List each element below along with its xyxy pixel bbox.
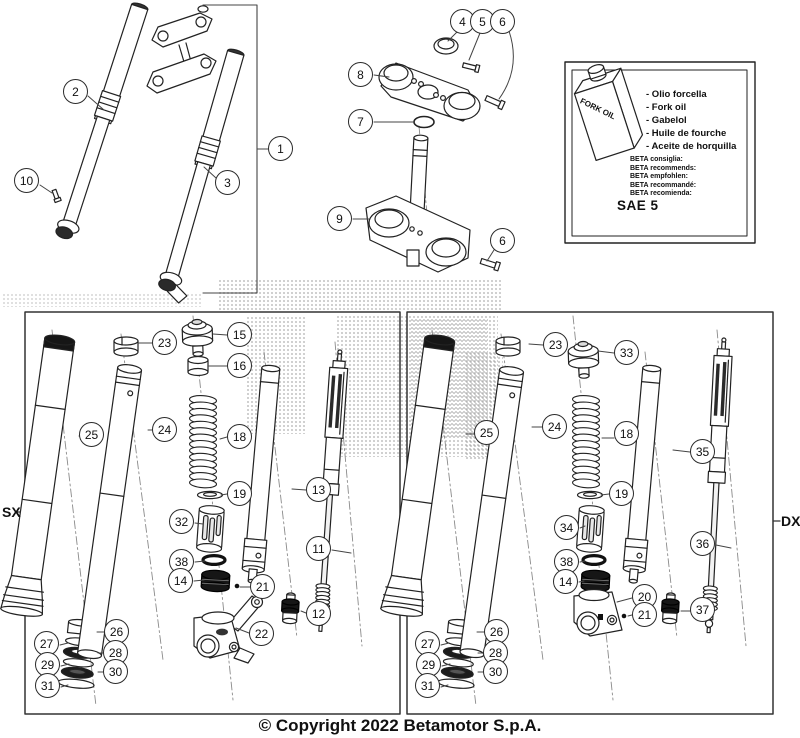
rebound-piston-left-drawing <box>281 592 300 625</box>
copyright-text: © Copyright 2022 Betamotor S.p.A. <box>258 716 542 735</box>
clamp-bolt-lower-drawing <box>479 257 501 272</box>
pin-left-drawing <box>234 583 240 589</box>
oil-spec-box <box>564 61 756 244</box>
oil-name-line: - Huile de fourche <box>646 128 727 139</box>
axle-bracket-right-drawing <box>573 588 623 637</box>
oil-recommendation-line: BETA consiglia: <box>630 156 683 163</box>
spring-right-drawing <box>571 395 601 489</box>
bushing-left-drawing <box>113 336 139 357</box>
callout-36: 36 <box>690 531 715 556</box>
fork-leg-left-drawing <box>55 2 149 240</box>
callout-26: 26 <box>104 619 129 644</box>
callout-33: 33 <box>614 340 639 365</box>
right-panel-label: DX <box>781 513 800 529</box>
callout-18: 18 <box>614 421 639 446</box>
oil-recommendation-line: BETA recomienda: <box>630 190 692 197</box>
callout-18: 18 <box>227 424 252 449</box>
oil-seal-left-drawing <box>200 569 231 593</box>
oil-grade: SAE 5 <box>617 198 659 213</box>
callout-6: 6 <box>490 228 515 253</box>
left-panel-label: SX <box>2 504 21 520</box>
oil-name-line: - Gabelol <box>646 115 687 126</box>
callout-14: 14 <box>553 569 578 594</box>
valve-sleeve-right-drawing <box>575 505 605 553</box>
oil-recommendation-line: BETA recommends: <box>630 164 697 172</box>
clamp-bolt-upper-drawing <box>484 95 506 111</box>
callout-13: 13 <box>306 477 331 502</box>
cap-bolt-drawing <box>461 62 481 74</box>
callout-31: 31 <box>35 673 60 698</box>
axle-bracket-left-drawing <box>193 595 264 664</box>
callout-22: 22 <box>249 621 274 646</box>
pin-right-drawing <box>621 613 627 619</box>
callout-25: 25 <box>474 420 499 445</box>
callout-9: 9 <box>327 206 352 231</box>
callout-7: 7 <box>348 109 373 134</box>
callout-21: 21 <box>632 602 657 627</box>
callout-15: 15 <box>227 322 252 347</box>
callout-24: 24 <box>152 417 177 442</box>
inner-tube-right-drawing <box>459 366 525 659</box>
callout-1: 1 <box>268 136 293 161</box>
spacer-left-drawing <box>187 355 209 377</box>
washer-right-drawing <box>576 490 604 500</box>
bushing-right-drawing <box>495 336 521 357</box>
upper-triple-clamp-drawing <box>378 62 481 122</box>
assembled-triple-clamps-drawing <box>146 5 217 94</box>
oil-name-line: - Aceite de horquilla <box>646 141 737 152</box>
callout-19: 19 <box>609 481 634 506</box>
cartridge-tube-right-drawing <box>622 364 662 584</box>
axle-pinch-bolt-drawing <box>51 188 62 204</box>
callout-10: 10 <box>14 168 39 193</box>
callout-37: 37 <box>690 597 715 622</box>
cartridge-tube-left-drawing <box>241 364 281 584</box>
inner-tube-left-drawing <box>77 364 143 660</box>
callout-24: 24 <box>542 414 567 439</box>
callout-23: 23 <box>543 332 568 357</box>
callout-34: 34 <box>554 515 579 540</box>
oil-recommendation-line: BETA empfohlen: <box>630 173 688 180</box>
oil-recommendation-line: BETA recommandé: <box>630 181 697 189</box>
callout-30: 30 <box>483 659 508 684</box>
washer-left-drawing <box>196 490 224 500</box>
callout-11: 11 <box>306 536 331 561</box>
callout-16: 16 <box>227 353 252 378</box>
callout-25: 25 <box>79 422 104 447</box>
lower-triple-clamp-drawing <box>365 134 471 273</box>
fork-leg-right-drawing <box>158 48 245 304</box>
rebound-piston-right-drawing <box>661 592 680 625</box>
callout-3: 3 <box>215 170 240 195</box>
callout-35: 35 <box>690 439 715 464</box>
callout-19: 19 <box>227 481 252 506</box>
spring-left-drawing <box>188 395 218 489</box>
steering-stem-cap-drawing <box>433 37 459 55</box>
callout-32: 32 <box>169 509 194 534</box>
callout-8: 8 <box>348 62 373 87</box>
callout-14: 14 <box>168 568 193 593</box>
fork-cap-right-drawing <box>567 340 600 379</box>
callout-5: 5 <box>470 9 495 34</box>
callout-21: 21 <box>250 574 275 599</box>
callout-29: 29 <box>416 652 441 677</box>
callout-2: 2 <box>63 79 88 104</box>
callout-23: 23 <box>152 330 177 355</box>
outer-tube-right-drawing <box>380 334 456 617</box>
o-ring-left-drawing <box>201 553 227 566</box>
callout-30: 30 <box>103 659 128 684</box>
o-ring-drawing <box>413 115 435 129</box>
callout-6: 6 <box>490 9 515 34</box>
damper-rod-right-drawing <box>702 337 733 634</box>
callout-12: 12 <box>306 601 331 626</box>
oil-name-line: - Olio forcella <box>646 89 707 100</box>
o-ring-right-drawing <box>581 553 607 566</box>
fork-cap-left-drawing <box>181 318 214 357</box>
callout-31: 31 <box>415 673 440 698</box>
callout-27: 27 <box>34 631 59 656</box>
outer-tube-left-drawing <box>0 334 76 617</box>
valve-sleeve-left-drawing <box>195 505 225 553</box>
oil-name-line: - Fork oil <box>646 102 687 113</box>
oil-seal-right-drawing <box>580 569 611 593</box>
oil-can-drawing <box>573 64 644 162</box>
